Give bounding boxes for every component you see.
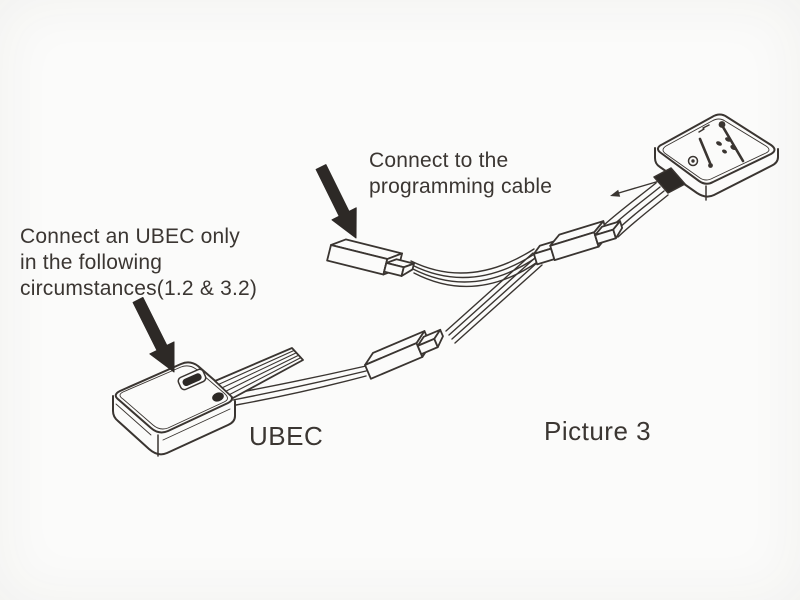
- programming-arrow-icon: [315, 164, 357, 239]
- programming-callout-line1: Connect to the: [369, 149, 509, 172]
- programming-cable-connector: [326, 238, 415, 277]
- control-unit-device: [653, 113, 779, 201]
- ubec-callout: Connect an UBEC only in the following ci…: [20, 224, 257, 302]
- programming-callout-line2: programming cable: [369, 175, 553, 198]
- ubec-connector-slot: [177, 368, 207, 391]
- ubec-ribbon-cable: [214, 347, 304, 399]
- figure-caption: Picture 3: [544, 416, 652, 446]
- ubec-branch-cable: [445, 252, 543, 344]
- device-top-markings: [687, 121, 745, 168]
- programming-callout: Connect to the programming cable: [369, 148, 552, 200]
- ubec-indicator-dot: [212, 392, 224, 402]
- device-cable-socket: [653, 167, 686, 194]
- cable-junction-connector: [532, 220, 624, 266]
- ubec-callout-line3: circumstances(1.2 & 3.2): [20, 277, 258, 300]
- programming-branch-cable: [410, 248, 540, 288]
- lower-cable-connector: [364, 328, 444, 380]
- ubec-arrow-icon: [132, 297, 175, 373]
- ubec-callout-line2: in the following: [20, 251, 163, 274]
- ubec-callout-line1: Connect an UBEC only: [20, 225, 240, 248]
- ubec-device: [112, 361, 236, 457]
- ubec-label: UBEC: [249, 421, 324, 451]
